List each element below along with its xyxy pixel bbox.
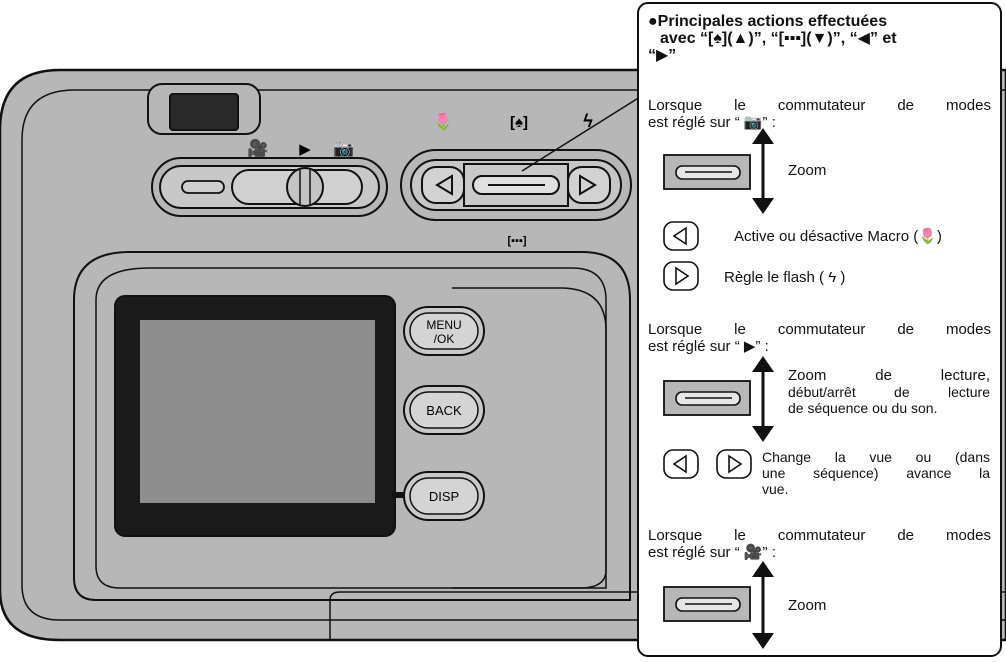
camera-body-inner [21,89,1006,621]
playback-nav-line: une séquence) avance la [762,465,990,481]
nav-right-button[interactable] [567,166,611,204]
movie-mode-line1: Lorsque le commutateur de modes [648,527,991,544]
macro-icon: 🌷 [433,112,453,131]
playback-nav-line: Change la vue ou (dans [762,449,990,465]
playback-zoom-line: de séquence ou du son. [788,400,938,416]
nav-left-button[interactable] [421,166,465,204]
panel-right-button-icon [663,261,699,291]
movie-mode-icon: 🎥 [247,138,268,158]
photo-zoom-label: Zoom [788,162,827,179]
menu-ok-button-inner [409,312,479,350]
panel-zoom-lever-1 [663,154,751,190]
updown-arrow-icon [752,561,774,649]
playback-mode-line1: Lorsque le commutateur de modes [648,321,991,338]
panel-zoom-lever-2 [663,380,751,416]
right-arrow-icon [579,174,597,196]
macro-label: Active ou désactive Macro (🌷) [734,228,942,245]
panel-right-button-icon [716,449,752,479]
mode-switch-slot [181,180,225,194]
back-label: BACK [426,403,462,418]
playback-nav-description: Change la vue ou (dans une séquence) ava… [762,449,990,497]
viewfinder-window [169,93,239,131]
photo-mode-heading: Lorsque le commutateur de modes est régl… [648,97,991,131]
back-button-inner [409,391,479,429]
panel-title-line: “▶” [648,47,677,64]
lcd-screen [140,320,375,503]
menu-ok-label: /OK [434,332,455,346]
playback-zoom-description: Zoom de lecture, début/arrêt de lecture … [788,367,990,417]
panel-title: ●Principales actions effectuées avec “[♠… [648,13,988,64]
callout-line [521,96,641,172]
left-arrow-icon [435,174,453,196]
disp-label: DISP [429,489,459,504]
photo-mode-line1: Lorsque le commutateur de modes [648,97,991,114]
movie-mode-line2: est réglé sur “ 🎥” : [648,544,776,561]
panel-title-line: ●Principales actions effectuées [648,13,888,30]
updown-arrow-icon [752,356,774,442]
disp-button-inner [409,477,479,515]
playback-mode-heading: Lorsque le commutateur de modes est régl… [648,321,991,355]
panel-left-button-icon [663,221,699,251]
photo-mode-line2: est réglé sur “ 📷” : [648,114,776,131]
panel-left-button-icon [663,449,699,479]
info-panel: ●Principales actions effectuées avec “[♠… [638,3,1001,656]
flash-icon: ϟ [583,111,593,131]
panel-zoom-lever-3 [663,586,751,622]
menu-ok-label: MENU [426,318,461,332]
playback-zoom-line: Zoom de lecture, [788,367,990,384]
playback-nav-line: vue. [762,481,789,497]
bottom-slot [329,591,1006,640]
playback-mode-icon: ▶ [299,141,311,158]
photo-mode-icon: 📷 [333,139,354,158]
movie-zoom-label: Zoom [788,597,827,614]
flash-label: Règle le flash ( ϟ ) [724,269,846,286]
zoom-tele-icon: [♠] [510,114,528,131]
updown-arrow-icon [752,128,774,214]
movie-mode-heading: Lorsque le commutateur de modes est régl… [648,527,991,561]
playback-mode-line2: est réglé sur “ ▶” : [648,338,769,355]
zoom-wide-icon: [▪▪▪] [507,235,526,247]
disp-connector [392,492,408,498]
mode-switch-knob[interactable] [286,167,324,207]
lcd-surround-inner [95,267,607,589]
panel-title-line: avec “[♠](▲)”, “[▪▪▪](▼)”, “◀” et [660,30,897,47]
playback-zoom-line: début/arrêt de lecture [788,384,990,400]
grip-panel [452,287,607,589]
